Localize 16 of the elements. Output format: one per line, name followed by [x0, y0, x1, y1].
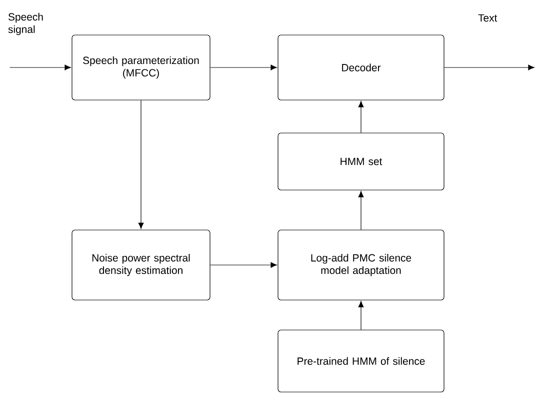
process-box: Noise power spectral density estimation [72, 230, 210, 300]
arrow [358, 191, 364, 230]
process-box: HMM set [278, 132, 444, 190]
signal-label: Speech signal [8, 12, 43, 36]
process-box: Log-add PMC silence model adaptation [278, 230, 444, 300]
arrow [210, 262, 277, 268]
arrow [138, 100, 144, 229]
process-box: Pre-trained HMM of silence [278, 330, 444, 392]
process-box: Decoder [278, 34, 444, 100]
signal-label: Text [478, 14, 498, 22]
process-box: Speech parameterization (MFCC) [72, 34, 210, 100]
arrow [358, 101, 364, 133]
arrow [358, 301, 364, 330]
arrow [10, 64, 71, 70]
arrow [444, 64, 534, 70]
arrow [210, 64, 277, 70]
